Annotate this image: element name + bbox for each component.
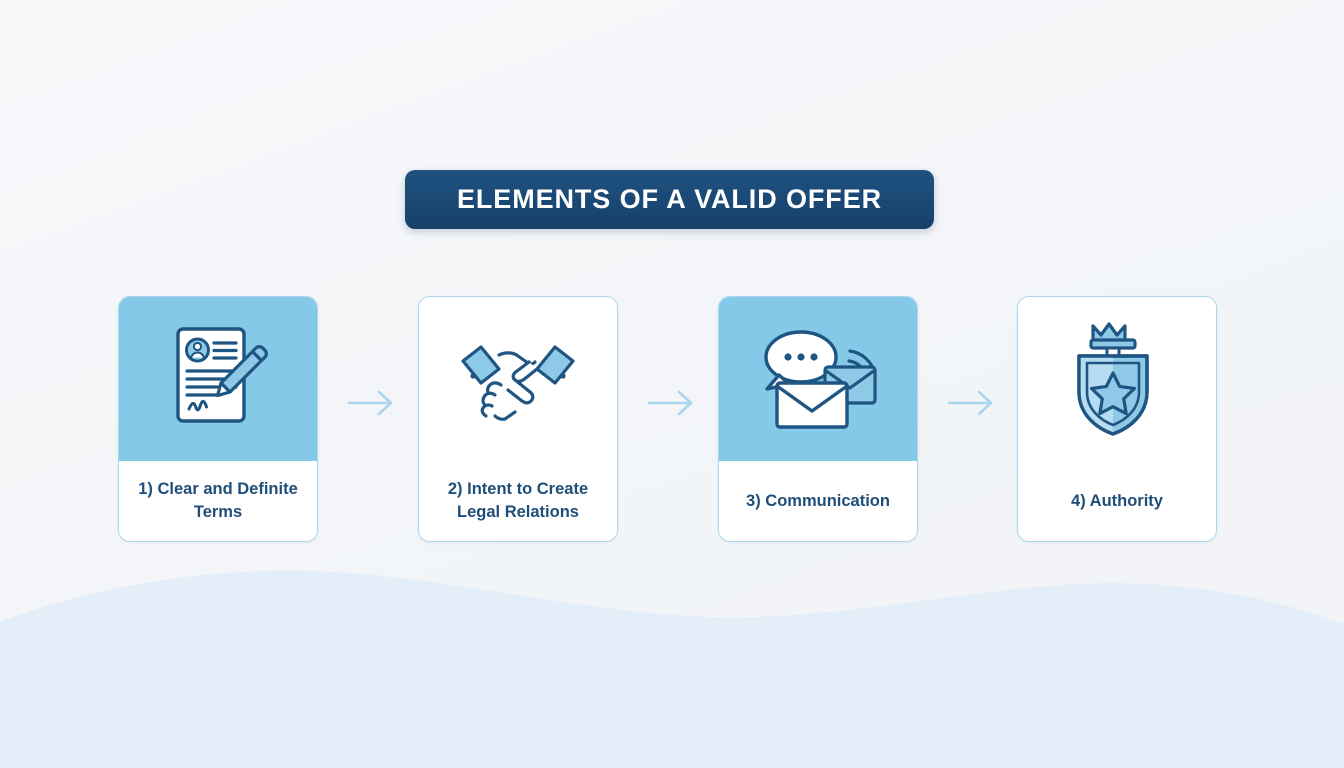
document-signature-icon (176, 327, 268, 423)
speech-bubble-part (764, 330, 838, 391)
handshake-icon (461, 345, 575, 421)
card-label-text: 2) Intent to Create Legal Relations (447, 480, 589, 521)
card-label-text: 1) Clear and Definite Terms (138, 480, 298, 521)
card-icon-area (119, 297, 317, 461)
flow-card-authority[interactable]: 4) Authority (1017, 296, 1217, 542)
card-label-area: 4) Authority (1018, 461, 1216, 541)
card-icon-area (719, 297, 917, 461)
background-wave (0, 570, 1344, 768)
speech-bubble-envelope-icon (764, 330, 877, 429)
envelope-large-part (775, 381, 849, 429)
card-label-area: 2) Intent to Create Legal Relations (419, 461, 617, 541)
pencil-part (215, 345, 268, 398)
flow-card-communication[interactable]: 3) Communication (718, 296, 918, 542)
shield-badge-star-icon (1077, 322, 1149, 436)
flow-card-clear-and-definite-terms[interactable]: 1) Clear and Definite Terms (118, 296, 318, 542)
card-label-text: 4) Authority (1071, 491, 1163, 510)
connector-arrow-2 (647, 390, 693, 416)
connector-arrow-1 (347, 390, 393, 416)
flow-card-intent-to-create-legal-relations[interactable]: 2) Intent to Create Legal Relations (418, 296, 618, 542)
page-title: ELEMENTS OF A VALID OFFER (457, 184, 882, 214)
page-title-banner: ELEMENTS OF A VALID OFFER (405, 170, 934, 229)
card-icon-area (1018, 297, 1216, 461)
card-label-area: 1) Clear and Definite Terms (119, 461, 317, 541)
card-icon-area (419, 297, 617, 461)
connector-arrow-3 (947, 390, 993, 416)
flow-cards-row: 1) Clear and Definite Terms (0, 296, 1344, 542)
card-label-text: 3) Communication (746, 491, 890, 510)
card-label-area: 3) Communication (719, 461, 917, 541)
